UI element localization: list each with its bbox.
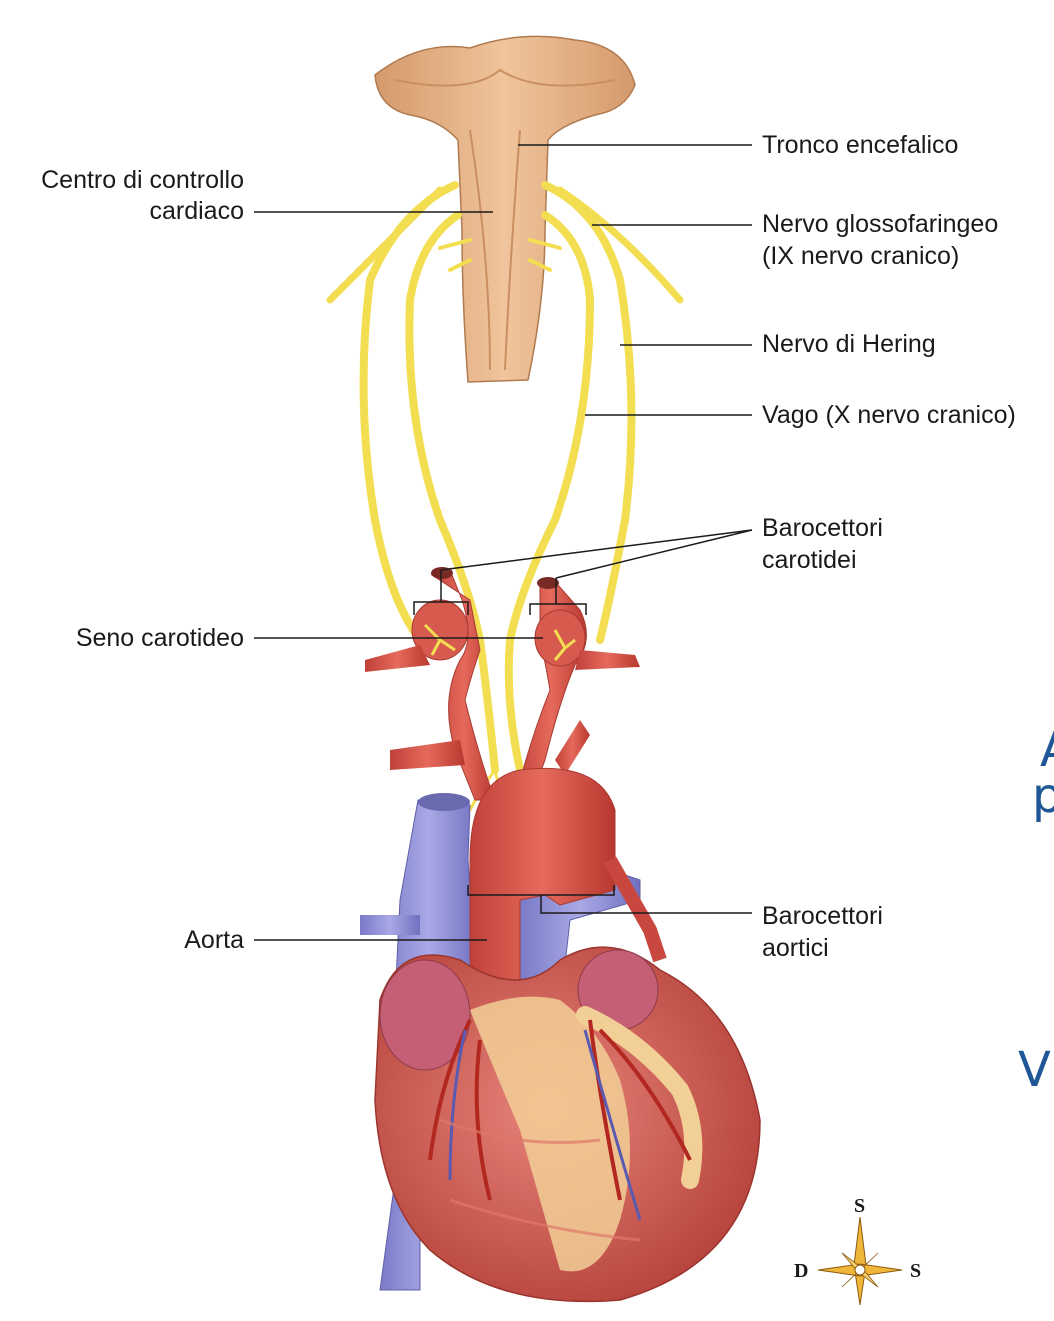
compass-star-icon bbox=[818, 1217, 902, 1305]
label-tronco-encefalico: Tronco encefalico bbox=[762, 129, 958, 161]
label-nervo-hering: Nervo di Hering bbox=[762, 328, 936, 360]
overflow-text-line2: p bbox=[1032, 768, 1054, 824]
compass-left-letter: D bbox=[794, 1260, 808, 1282]
compass-top-letter: S bbox=[854, 1195, 865, 1217]
label-centro-controllo-line2: cardiaco bbox=[10, 195, 244, 227]
overflow-text-line3: V bbox=[1018, 1042, 1051, 1098]
label-seno-carotideo: Seno carotideo bbox=[10, 622, 244, 654]
compass-right-letter: S bbox=[910, 1260, 921, 1282]
label-nervo-glossofaringeo-line1: Nervo glossofaringeo bbox=[762, 208, 998, 240]
label-vago: Vago (X nervo cranico) bbox=[762, 399, 1016, 431]
label-centro-controllo-line1: Centro di controllo bbox=[10, 164, 244, 196]
carotid-arteries bbox=[365, 567, 640, 800]
label-barocettori-aortici-line1: Barocettori bbox=[762, 900, 883, 932]
label-aorta: Aorta bbox=[10, 924, 244, 956]
heart bbox=[375, 947, 760, 1301]
label-barocettori-carotidei-line1: Barocettori bbox=[762, 512, 883, 544]
label-barocettori-carotidei-line2: carotidei bbox=[762, 544, 857, 576]
compass-rose: S D S bbox=[790, 1195, 930, 1310]
label-barocettori-aortici-line2: aortici bbox=[762, 932, 829, 964]
label-nervo-glossofaringeo-line2: (IX nervo cranico) bbox=[762, 240, 959, 272]
